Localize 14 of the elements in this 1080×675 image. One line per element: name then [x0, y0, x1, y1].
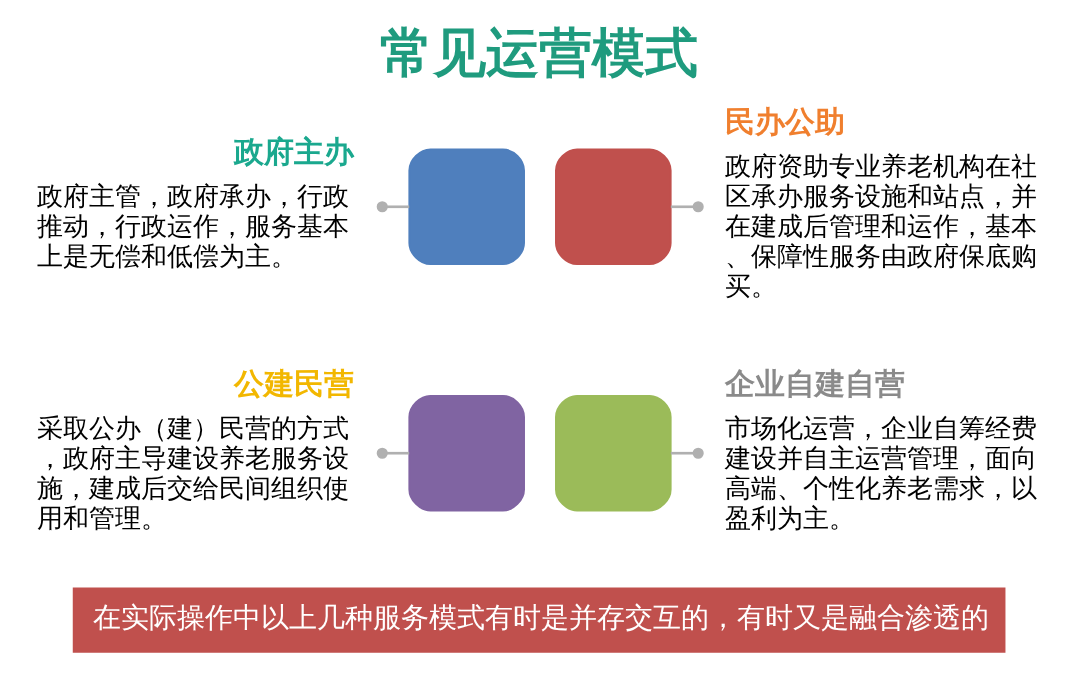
connector	[670, 447, 704, 459]
node-text: 公建民营 采取公办（建）民营的方式，政府主导建设养老服务设施，建成后交给民间组织使用和管理。	[37, 366, 354, 534]
connector	[376, 447, 410, 459]
node-arc	[408, 394, 525, 512]
node-arc	[555, 394, 672, 512]
node-box: 在实际操作中以上几种服务模式有时是并存交互的，有时又是融合渗透的	[72, 587, 1006, 653]
node-text: 企业自建自营 市场化运营，企业自筹经费建设并自主运营管理，面向高端、个性化养老需求，以盈利为主。	[724, 366, 1037, 534]
node-text: 政府主办 政府主管，政府承办，行政推动，行政运作，服务基本上是无偿和低偿为主。	[37, 133, 354, 272]
diagram-title: 常见运营模式	[380, 21, 699, 83]
node-text: 民办公助 政府资助专业养老机构在社区承办服务设施和站点，并在建成后管理和运作，基本、保障性服务由政府保底购买。	[724, 103, 1037, 302]
node-arc	[408, 148, 525, 266]
connector	[670, 201, 704, 213]
node-arc	[555, 148, 672, 266]
connector	[376, 201, 410, 213]
